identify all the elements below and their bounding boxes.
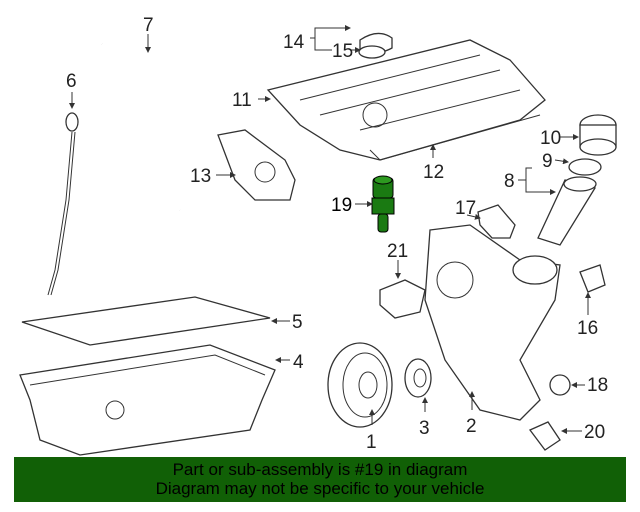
part-crankshaft-pulley[interactable] <box>327 342 393 428</box>
part-oil-pan-gasket[interactable] <box>21 296 271 346</box>
callout-17[interactable]: 17 <box>455 198 476 219</box>
part-mount[interactable] <box>379 279 426 319</box>
callout-11[interactable]: 11 <box>232 90 252 111</box>
part-19-sensor-highlighted[interactable] <box>371 175 395 233</box>
callout-4[interactable]: 4 <box>293 352 304 373</box>
callout-18[interactable]: 18 <box>587 375 608 396</box>
part-timing-cover[interactable] <box>424 224 561 421</box>
callout-20[interactable]: 20 <box>584 422 605 443</box>
leader-lines <box>69 25 591 434</box>
part-valve-cover[interactable] <box>266 39 546 161</box>
part-info-banner: Part or sub-assembly is #19 in diagram D… <box>14 457 626 502</box>
part-front-seal[interactable] <box>404 358 432 398</box>
callout-21[interactable]: 21 <box>387 241 408 262</box>
part-oil-filler-cap[interactable] <box>358 32 393 59</box>
callout-16[interactable]: 16 <box>577 318 598 339</box>
part-oil-filter-cap[interactable] <box>579 114 617 156</box>
callout-2[interactable]: 2 <box>466 416 477 437</box>
part-timing-cover-small[interactable] <box>217 129 296 201</box>
callout-19-highlighted[interactable]: 19 <box>331 195 352 216</box>
callout-8[interactable]: 8 <box>504 171 515 192</box>
banner-line-disclaimer: Diagram may not be specific to your vehi… <box>155 479 485 498</box>
callout-labels: 1 2 3 4 5 6 7 8 9 10 11 12 13 14 15 16 1… <box>66 15 608 453</box>
callout-6[interactable]: 6 <box>66 71 77 92</box>
part-oil-pan[interactable] <box>19 344 276 456</box>
banner-line-part-number: Part or sub-assembly is #19 in diagram <box>172 460 468 479</box>
part-dipstick-tube[interactable] <box>101 42 182 211</box>
callout-7[interactable]: 7 <box>143 15 154 36</box>
callout-3[interactable]: 3 <box>419 418 430 439</box>
part-oil-filter[interactable] <box>537 176 597 246</box>
part-20[interactable] <box>528 421 561 451</box>
part-sensor-16[interactable] <box>579 264 606 293</box>
part-sensor-18[interactable] <box>549 374 571 396</box>
callout-9[interactable]: 9 <box>542 151 553 172</box>
callout-15[interactable]: 15 <box>332 41 353 62</box>
callout-1[interactable]: 1 <box>366 432 377 453</box>
callout-10[interactable]: 10 <box>540 128 561 149</box>
part-camshaft-sensor[interactable] <box>477 204 516 239</box>
callout-5[interactable]: 5 <box>292 312 303 333</box>
callout-12[interactable]: 12 <box>423 162 444 183</box>
part-dipstick[interactable] <box>47 112 79 296</box>
part-seal-ring[interactable] <box>568 158 602 176</box>
callout-14[interactable]: 14 <box>283 32 305 53</box>
callout-13[interactable]: 13 <box>190 166 211 187</box>
